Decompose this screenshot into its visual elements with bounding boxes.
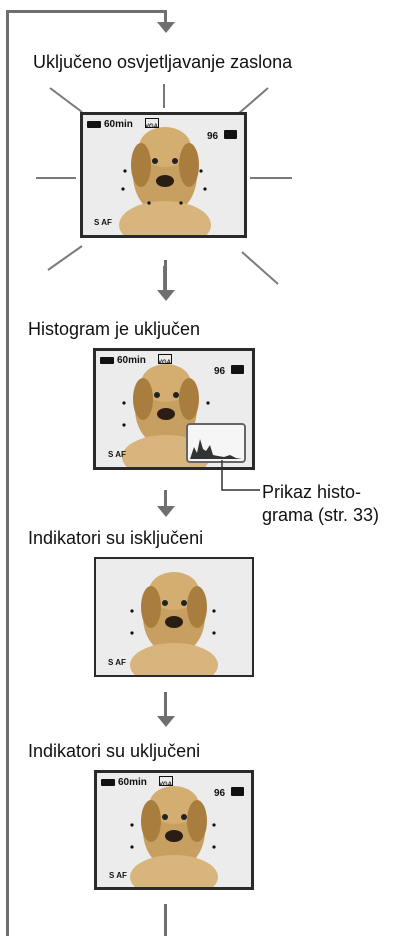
flow-arrow-stem <box>164 692 167 718</box>
battery-icon <box>101 779 115 786</box>
lcd-screen-histogram: 60min VGA 96 S AF <box>93 348 255 470</box>
battery-remaining: 60min <box>117 355 146 366</box>
flow-line-left <box>6 10 9 936</box>
flow-arrow-icon <box>157 506 175 517</box>
image-size-icon <box>158 354 172 364</box>
flow-line-top <box>6 10 166 13</box>
image-size-icon <box>159 776 173 786</box>
focus-mode: S AF <box>109 871 127 880</box>
lcd-screen-backlight: 60min VGA 96 S AF <box>80 112 247 238</box>
image-size-icon <box>145 118 159 128</box>
camera-icon <box>231 787 244 796</box>
label-histogram-on: Histogram je uključen <box>28 319 201 339</box>
flow-line-bottom <box>164 904 167 936</box>
image-size-label: VGA <box>159 782 173 788</box>
flow-arrow-icon <box>157 22 175 33</box>
remaining-count: 96 <box>214 366 226 377</box>
flow-arrow-stem <box>164 10 167 22</box>
battery-remaining: 60min <box>118 777 147 788</box>
camera-icon <box>224 130 237 139</box>
label-indicators-on: Indikatori su uključeni <box>28 741 201 761</box>
focus-mode: S AF <box>94 218 112 227</box>
callout-line-1: Prikaz histo- <box>262 482 362 502</box>
image-size-label: VGA <box>145 124 159 130</box>
battery-icon <box>87 121 101 128</box>
histogram-icon <box>186 423 246 463</box>
lcd-screen-indicators-off: S AF <box>94 557 254 677</box>
flow-arrow-icon <box>157 290 175 301</box>
remaining-count: 96 <box>207 131 219 142</box>
image-size-label: VGA <box>158 360 172 366</box>
callout-line-2: grama (str. 33) <box>262 505 380 525</box>
flow-arrow-stem <box>164 260 167 292</box>
lcd-screen-indicators-on: 60min VGA 96 S AF <box>94 770 254 890</box>
label-backlight-on: Uključeno osvjetljavanje zaslona <box>33 52 293 72</box>
remaining-count: 96 <box>214 788 226 799</box>
battery-icon <box>100 357 114 364</box>
label-indicators-off: Indikatori su isključeni <box>28 528 204 548</box>
focus-mode: S AF <box>108 658 126 667</box>
flow-arrow-stem <box>164 490 167 508</box>
camera-icon <box>231 365 244 374</box>
focus-mode: S AF <box>108 450 126 459</box>
callout-leader <box>221 460 260 491</box>
battery-remaining: 60min <box>104 119 133 130</box>
flow-arrow-icon <box>157 716 175 727</box>
